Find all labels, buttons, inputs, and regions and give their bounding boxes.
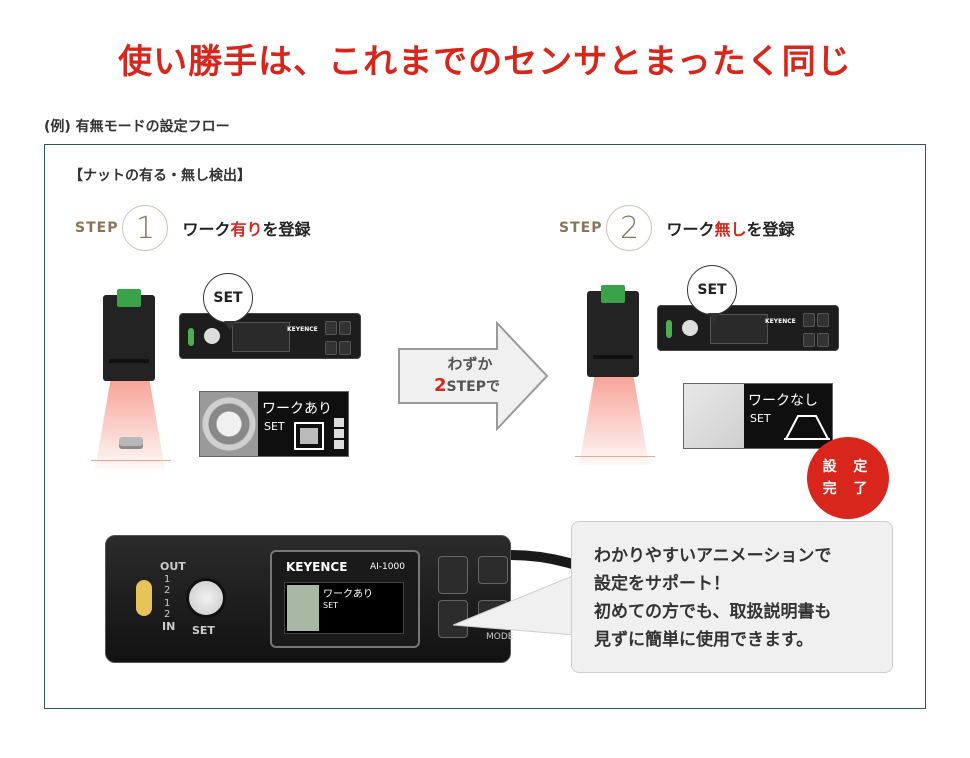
headline: 使い勝手は、これまでのセンサとまったく同じ <box>118 42 852 82</box>
step-label: STEP <box>559 220 603 236</box>
frame-icon <box>294 422 324 450</box>
step-label: STEP <box>75 220 119 236</box>
lcd-screen: ワークあり SET <box>284 582 404 634</box>
set-button[interactable] <box>682 320 698 336</box>
panel-label: ワークあり <box>262 401 332 417</box>
step-1-header: STEP 1 ワーク有りを登録 <box>75 205 311 251</box>
up-button[interactable] <box>438 556 468 594</box>
callout-box: わかりやすいアニメーションで 設定をサポート！ 初めての方でも、取扱説明書も 見… <box>571 521 893 673</box>
mode-label: MODE <box>486 632 514 642</box>
callout-tail <box>453 574 575 636</box>
out-label: OUT <box>160 560 186 573</box>
brand-logo: KEYENCE <box>286 560 348 574</box>
back-button[interactable] <box>478 556 508 584</box>
nut-photo <box>200 392 258 456</box>
lcd-set: SET <box>323 601 339 610</box>
step-text: ワーク無しを登録 <box>666 220 795 239</box>
indicator-led <box>136 580 152 616</box>
trapezoid-icon <box>784 414 830 440</box>
lcd-title: ワークあり <box>323 589 373 600</box>
model-label: AI-1000 <box>370 562 405 572</box>
amplifier-small-1: KEYENCE <box>179 313 361 359</box>
callout-line: 設定をサポート！ <box>594 574 730 594</box>
flow-frame: 【ナットの有る・無し検出】 STEP 1 ワーク有りを登録 STEP 2 ワーク… <box>44 144 926 709</box>
step-text: ワーク有りを登録 <box>182 220 311 239</box>
set-bubble: SET <box>203 273 253 330</box>
in-label: IN <box>162 620 176 633</box>
case-title: 【ナットの有る・無し検出】 <box>69 168 251 184</box>
step-number: 1 <box>122 205 169 251</box>
set-button[interactable] <box>186 578 226 618</box>
display-window: KEYENCE AI-1000 ワークあり SET <box>270 550 420 648</box>
callout-line: わかりやすいアニメーションで <box>594 546 832 566</box>
subhead: (例) 有無モードの設定フロー <box>44 119 230 135</box>
arrow-text-2: 2STEPで <box>434 375 500 396</box>
arrow-right-icon <box>398 321 549 431</box>
set-bubble: SET <box>687 265 737 322</box>
screen-panel-1: ワークあり SET <box>199 391 349 457</box>
setting-complete-badge: 設 定 完 了 <box>807 437 889 519</box>
callout-line: 初めての方でも、取扱説明書も <box>594 602 832 622</box>
set-label: SET <box>192 624 215 637</box>
panel-label: ワークなし <box>748 393 818 409</box>
set-button[interactable] <box>204 328 220 344</box>
nut-icon <box>119 437 143 449</box>
step-2-header: STEP 2 ワーク無しを登録 <box>559 205 795 251</box>
empty-photo <box>684 384 744 448</box>
amplifier-small-2: KEYENCE <box>657 305 839 351</box>
callout-line: 見ずに簡単に使用できます。 <box>594 630 814 650</box>
panel-set: SET <box>750 412 771 425</box>
panel-set: SET <box>264 420 285 433</box>
step-number: 2 <box>606 205 653 251</box>
scroll-icon <box>334 418 344 452</box>
arrow-text-1: わずか <box>447 355 493 373</box>
screen-panel-2: ワークなし SET <box>683 383 833 449</box>
